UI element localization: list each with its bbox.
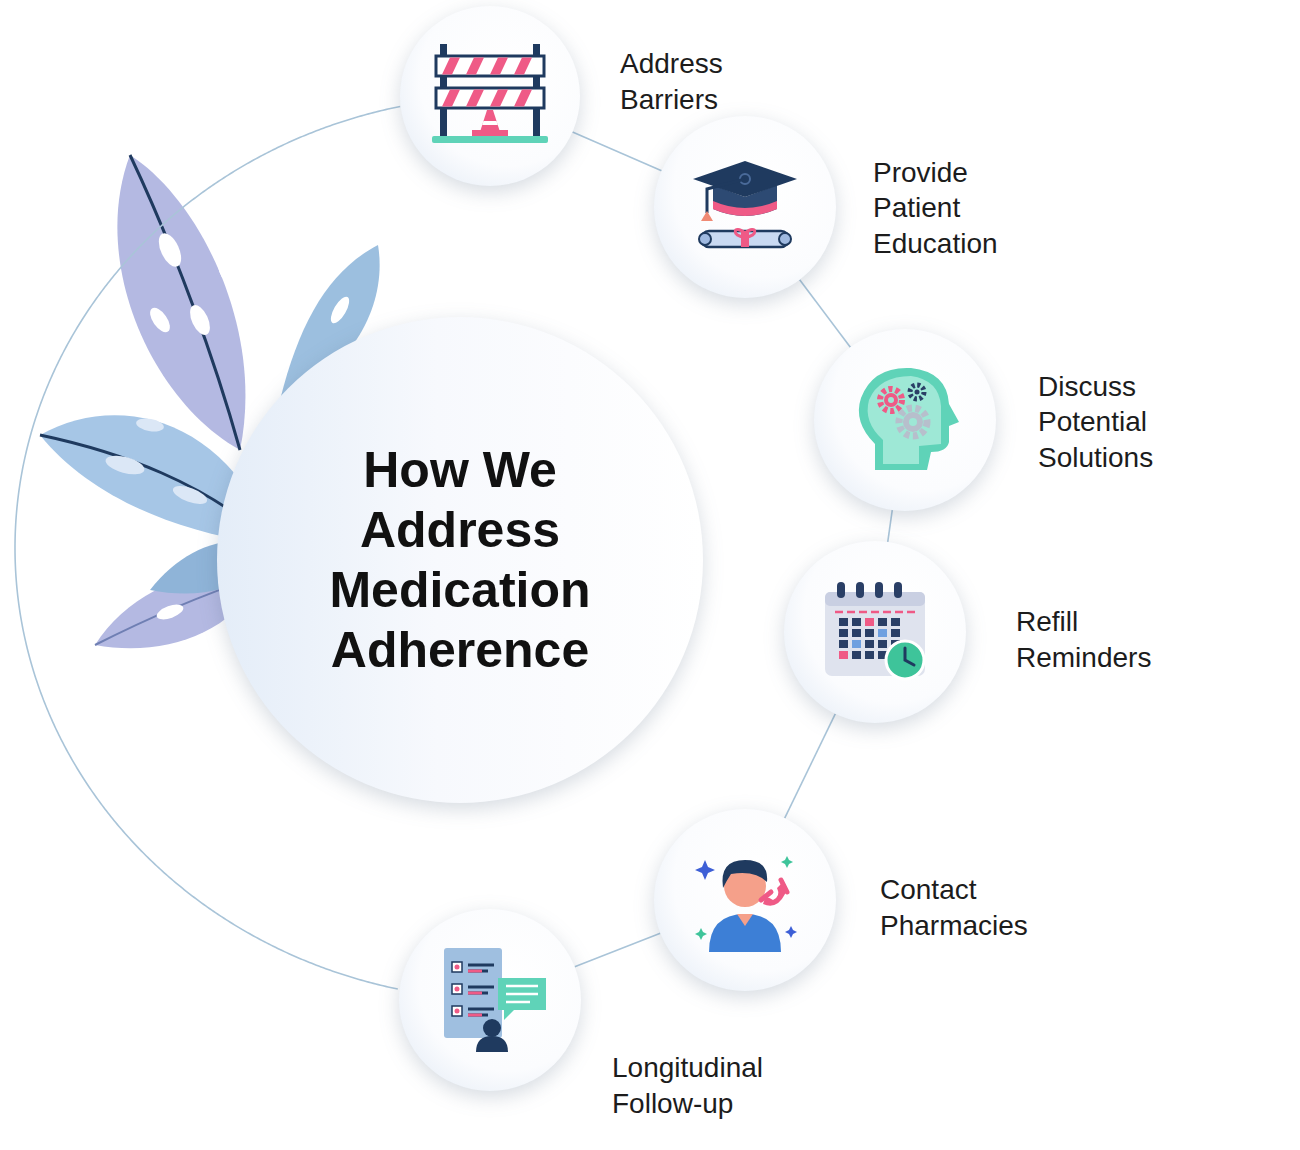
step-label: Discuss Potential Solutions: [1038, 369, 1153, 476]
step-circle: Provide Patient Education: [652, 114, 838, 300]
step-circle: Longitudinal Follow-up: [397, 907, 583, 1093]
circle-fill: [399, 909, 581, 1091]
circle-shape: [652, 807, 838, 993]
center-title: How We Address Medication Adherence: [280, 440, 640, 680]
circle-shape: [782, 539, 968, 725]
step-icon: [693, 161, 797, 247]
step-icon: [859, 368, 959, 470]
circle-fill: [784, 541, 966, 723]
circle-fill: [400, 6, 580, 186]
circle-shape: [397, 907, 583, 1093]
ring-connector: [575, 933, 661, 967]
step-label: Longitudinal Follow-up: [612, 1050, 763, 1121]
step-icon: [695, 856, 797, 952]
circle-fill: [654, 116, 836, 298]
ring-connector: [800, 280, 851, 347]
step-circle: Address Barriers: [398, 4, 582, 188]
circle-fill: [217, 317, 703, 803]
step-circle: Refill Reminders: [782, 539, 968, 725]
circle-shape: [398, 4, 582, 188]
step-circle: Contact Pharmacies: [652, 807, 838, 993]
step-label: Refill Reminders: [1016, 604, 1151, 675]
step-icon: [444, 948, 546, 1052]
center-circle: How We Address Medication Adherence: [215, 315, 705, 805]
ring-connector: [888, 510, 893, 542]
step-circle: Discuss Potential Solutions: [812, 327, 998, 513]
step-label: Address Barriers: [620, 46, 723, 117]
center-text-holder: How We Address Medication Adherence: [215, 315, 705, 805]
ring-connector: [785, 714, 836, 818]
circle-shape: [812, 327, 998, 513]
circle-shape: [652, 114, 838, 300]
step-label: Contact Pharmacies: [880, 872, 1028, 943]
step-icon: [825, 582, 925, 679]
circle-shape: [215, 315, 705, 805]
step-label: Provide Patient Education: [873, 155, 998, 262]
circle-fill: [814, 329, 996, 511]
step-icon: [432, 44, 548, 143]
circle-fill: [654, 809, 836, 991]
ring-connector: [573, 132, 662, 171]
